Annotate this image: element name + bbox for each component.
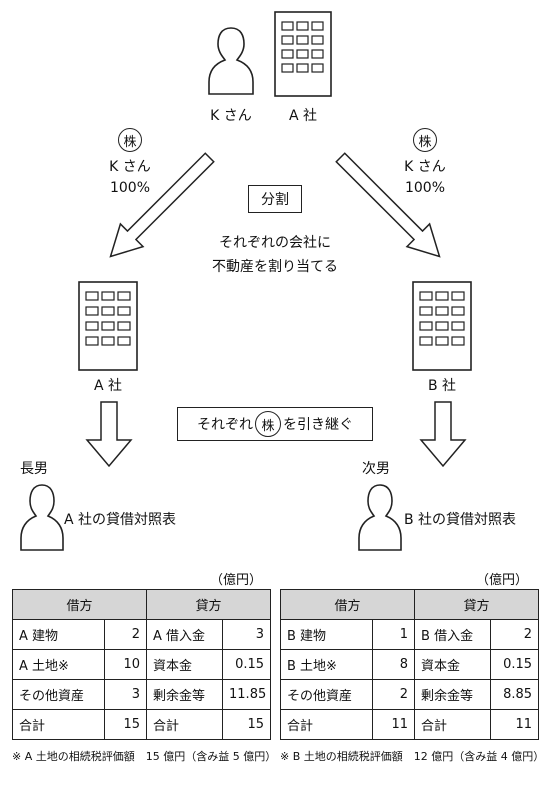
company-a-top-label: A 社 — [288, 108, 318, 124]
person-k-icon — [208, 27, 254, 95]
table-a-header-debit: 借方 — [11, 589, 148, 620]
table-cell: 15 — [222, 709, 272, 740]
inherit-text-after: を引き継ぐ — [283, 417, 353, 433]
table-cell: 合計 — [280, 709, 373, 740]
table-cell: 剰余金等 — [146, 679, 224, 710]
table-cell: A 借入金 — [146, 619, 224, 650]
table-cell: 11 — [490, 709, 540, 740]
table-a-note: ※ A 土地の相続税評価額 15 億円（含み益 5 億円） — [12, 750, 277, 763]
table-cell: 0.15 — [490, 649, 540, 680]
table-b-header-credit: 貸方 — [414, 589, 540, 620]
table-row: A 土地※ 10 資本金 0.15 — [12, 649, 272, 680]
table-cell: 1 — [371, 619, 416, 650]
table-cell: B 建物 — [280, 619, 373, 650]
right-share-symbol: 株 — [413, 128, 437, 152]
inherit-arrow-left-icon — [85, 401, 133, 468]
table-cell: 11.85 — [222, 679, 272, 710]
table-cell: 2 — [490, 619, 540, 650]
table-cell: 0.15 — [222, 649, 272, 680]
right-share-holder: K さん — [404, 159, 446, 175]
left-share-percent: 100% — [109, 180, 151, 196]
heir-left-caption: A 社の貸借対照表 — [64, 512, 177, 528]
heir-right-caption: B 社の貸借対照表 — [404, 512, 517, 528]
table-cell: 合計 — [146, 709, 224, 740]
split-arrow-left-icon — [109, 152, 215, 258]
table-cell: その他資産 — [280, 679, 373, 710]
table-row: B 建物 1 B 借入金 2 — [280, 619, 540, 650]
table-cell: 15 — [103, 709, 148, 740]
table-row: その他資産 3 剰余金等 11.85 — [12, 679, 272, 710]
table-row: 合計 15 合計 15 — [12, 709, 272, 740]
inherit-share-symbol: 株 — [255, 411, 281, 437]
inherit-text-before: それぞれ — [197, 417, 253, 433]
table-cell: A 建物 — [12, 619, 105, 650]
left-share-symbol: 株 — [118, 128, 142, 152]
table-cell: 8.85 — [490, 679, 540, 710]
table-cell: 2 — [103, 619, 148, 650]
table-b-note: ※ B 土地の相続税評価額 12 億円（含み益 4 億円） — [280, 750, 545, 763]
heir-left-role: 長男 — [20, 461, 48, 477]
heir-right-role: 次男 — [362, 461, 390, 477]
inherit-arrow-right-icon — [419, 401, 467, 468]
inherit-box: それぞれ 株 を引き継ぐ — [177, 407, 373, 441]
table-cell: 11 — [371, 709, 416, 740]
table-row: A 建物 2 A 借入金 3 — [12, 619, 272, 650]
balance-sheet-b: 借方 貸方 B 建物 1 B 借入金 2 B 土地※ 8 資本金 0.15 その… — [279, 589, 540, 740]
table-row: 合計 11 合計 11 — [280, 709, 540, 740]
table-b-header-debit: 借方 — [279, 589, 416, 620]
person-k-label: K さん — [210, 108, 252, 124]
balance-sheet-a: 借方 貸方 A 建物 2 A 借入金 3 A 土地※ 10 資本金 0.15 そ… — [11, 589, 272, 740]
table-cell: 合計 — [12, 709, 105, 740]
company-a-label: A 社 — [93, 378, 123, 394]
company-b-building-icon — [412, 281, 472, 371]
right-share-percent: 100% — [404, 180, 446, 196]
table-cell: 2 — [371, 679, 416, 710]
left-share-block: 株 K さん 100% — [95, 128, 165, 196]
split-note-line-2: 不動産を割り当てる — [212, 259, 338, 275]
table-cell: 8 — [371, 649, 416, 680]
table-a-unit: （億円） — [210, 573, 263, 588]
table-row: その他資産 2 剰余金等 8.85 — [280, 679, 540, 710]
table-cell: 合計 — [414, 709, 492, 740]
table-a-header-credit: 貸方 — [146, 589, 272, 620]
table-row: B 土地※ 8 資本金 0.15 — [280, 649, 540, 680]
left-share-holder: K さん — [109, 159, 151, 175]
table-cell: B 土地※ — [280, 649, 373, 680]
table-cell: B 借入金 — [414, 619, 492, 650]
table-cell: 剰余金等 — [414, 679, 492, 710]
table-cell: 3 — [222, 619, 272, 650]
company-a-building-icon — [78, 281, 138, 371]
company-b-label: B 社 — [427, 378, 457, 394]
table-cell: 資本金 — [146, 649, 224, 680]
table-cell: 10 — [103, 649, 148, 680]
heir-left-person-icon — [20, 484, 64, 551]
company-a-building-icon — [274, 11, 332, 97]
heir-right-person-icon — [358, 484, 402, 551]
split-box: 分割 — [248, 185, 302, 213]
table-b-unit: （億円） — [476, 573, 529, 588]
table-cell: 資本金 — [414, 649, 492, 680]
split-note-line-1: それぞれの会社に — [219, 235, 331, 251]
table-cell: その他資産 — [12, 679, 105, 710]
right-share-block: 株 K さん 100% — [390, 128, 460, 196]
split-arrow-right-icon — [335, 152, 441, 258]
table-cell: A 土地※ — [12, 649, 105, 680]
table-cell: 3 — [103, 679, 148, 710]
